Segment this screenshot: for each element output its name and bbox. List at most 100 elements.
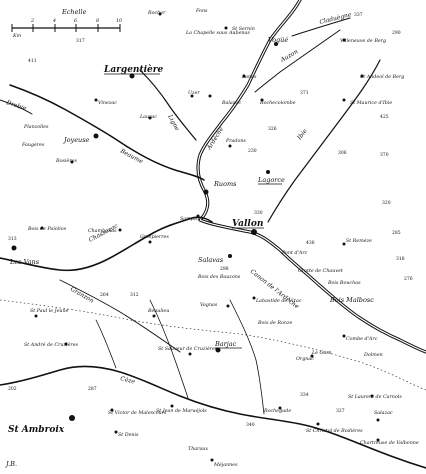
alt-11: 285 xyxy=(392,230,401,236)
alt-4: 230 xyxy=(248,148,257,154)
place-lanas: Lanas xyxy=(241,74,257,80)
scale-tick-6: 6 xyxy=(74,18,77,24)
altitude-points: 411 317 371 230 326 370 425 330 436 320 … xyxy=(8,12,413,428)
town-les-vans: Les Vans xyxy=(9,258,40,266)
place-rochecolombe: Rochecolombe xyxy=(259,100,296,106)
river-labels: Ligne Beaume Ardèche Chassezac Ibie Auzo… xyxy=(4,11,352,385)
alt-6: 370 xyxy=(380,152,389,158)
place-st-andre: St André de Cruzières xyxy=(24,341,79,348)
place-st-paul: St Paul le Jeune xyxy=(30,308,69,314)
alt-9: 436 xyxy=(306,240,315,246)
place-bois-ronze: Bois de Ronze xyxy=(257,320,292,326)
river-label-drobie: Drobie xyxy=(4,99,27,112)
place-tharaux: Tharaux xyxy=(188,446,208,452)
department-boundary xyxy=(0,299,426,391)
alt-13: 276 xyxy=(404,276,413,282)
place-chartreuse: Chartreuse de Valbonne xyxy=(360,440,419,446)
place-st-jean: St Jean de Maruéjols xyxy=(156,407,207,414)
town-lagorce: Lagorce xyxy=(257,176,285,184)
main-towns: Largentière Joyeuse Ruoms Vallon Salavas… xyxy=(8,36,288,435)
place-mejannes: Méjannes xyxy=(213,461,238,468)
town-vogue: Vogüé xyxy=(268,36,288,44)
place-st-sauveur: St Sauveur de Cruzières xyxy=(158,345,218,352)
river-label-ibie: Ibie xyxy=(295,127,309,142)
river-ibie xyxy=(267,59,381,223)
place-sampzon: Sampzon xyxy=(180,216,202,222)
alt-7: 425 xyxy=(380,114,389,120)
place-laurac: Laurac xyxy=(139,114,157,120)
river-granzon xyxy=(59,279,181,353)
river-ceze xyxy=(0,365,426,469)
river-beaume xyxy=(9,84,205,181)
place-st-denis: St Denis xyxy=(118,432,139,438)
place-bois-bouchas: Bois Bouchas xyxy=(327,280,361,286)
town-largentiere: Largentière xyxy=(103,64,164,75)
alt-25: 337 xyxy=(354,12,363,18)
scale-bar: Echelle Km 2 4 6 8 10 xyxy=(11,8,122,39)
alt-14: 312 xyxy=(130,292,139,298)
scale-tick-10: 10 xyxy=(116,18,122,24)
alt-10: 320 xyxy=(382,200,391,206)
place-chambonas: Chambonas xyxy=(88,228,117,234)
town-salavas: Salavas xyxy=(198,256,224,264)
place-st-andre-roq: St Christol de Rodières xyxy=(306,427,363,434)
place-bois-paiolive: Bois de Païolive xyxy=(27,226,66,232)
place-balazuc: Balazuc xyxy=(221,100,241,106)
alt-12: 318 xyxy=(396,256,405,262)
place-fons: Fons xyxy=(195,8,208,14)
scale-tick-2: 2 xyxy=(30,18,34,24)
place-grotte: Grotte de Chauvet xyxy=(298,268,343,274)
place-pont-arc: Pont d'Arc xyxy=(281,250,308,256)
place-st-christol: St Laurent de Carnols xyxy=(348,394,402,400)
place-st-sernin: St Sernin xyxy=(232,26,255,32)
town-st-ambroix: St Ambroix xyxy=(8,425,65,435)
alt-23: 306 xyxy=(338,150,347,156)
alt-15: 264 xyxy=(100,292,109,298)
place-planzolles: Planzolles xyxy=(23,124,49,130)
place-dolmen: Dolmen xyxy=(363,352,383,358)
place-st-andeol: St Andeol de Berg xyxy=(360,74,404,80)
place-vinezac: Vinezac xyxy=(98,100,117,106)
settlement-dots xyxy=(34,12,380,462)
alt-1: 411 xyxy=(28,58,37,64)
alt-20: 340 xyxy=(246,422,255,428)
alt-8: 330 xyxy=(254,210,263,216)
scale-tick-8: 8 xyxy=(96,18,99,24)
place-chapelle: La Chapelle sous Aubenas xyxy=(185,30,250,36)
river-auzon xyxy=(254,29,341,93)
river-ligne xyxy=(139,69,197,141)
alt-18: 334 xyxy=(300,392,309,398)
alt-2: 317 xyxy=(76,38,85,44)
place-beaulieu: Beaulieu xyxy=(147,308,169,314)
signature: J.B. xyxy=(4,460,17,468)
place-le-garn: Le Garn xyxy=(311,350,332,356)
alt-5: 326 xyxy=(268,126,277,132)
alt-21: 313 xyxy=(8,236,17,242)
place-uzer: Uzer xyxy=(188,90,200,96)
alt-17: 202 xyxy=(8,386,17,392)
place-faugeres: Faugères xyxy=(21,141,45,148)
scale-tick-4: 4 xyxy=(52,18,56,24)
scale-unit: Km xyxy=(12,33,22,39)
place-rosieres: Rosières xyxy=(55,157,77,164)
river-label-claduegne: Claduègne xyxy=(319,11,353,26)
place-bois-bauzons: Bois des Bauzons xyxy=(197,274,241,280)
alt-24: 290 xyxy=(392,30,401,36)
river-claduegne xyxy=(291,17,351,37)
place-villeneuve: Villeneuve de Berg xyxy=(340,38,386,44)
place-rocher: Rocher xyxy=(147,10,166,16)
place-vagnas: Vagnas xyxy=(200,302,218,308)
place-combe: Combe d'Arc xyxy=(346,336,378,342)
river-label-granzon: Granzon xyxy=(69,286,95,305)
place-st-victor: St Victor de Malescours xyxy=(108,410,167,416)
river-ardeche xyxy=(196,0,426,354)
river-chassezac xyxy=(0,216,213,272)
place-la-roque: Rochegude xyxy=(263,408,291,414)
place-labastide: Labastide de Virac xyxy=(255,298,302,304)
river-label-ceze: Cèze xyxy=(120,375,137,385)
river-label-auzon: Auzon xyxy=(279,48,300,64)
alt-22: 298 xyxy=(220,266,229,272)
secondary-places: Rochecolombe Balazuc Vinezac Rosières Pl… xyxy=(21,8,419,468)
